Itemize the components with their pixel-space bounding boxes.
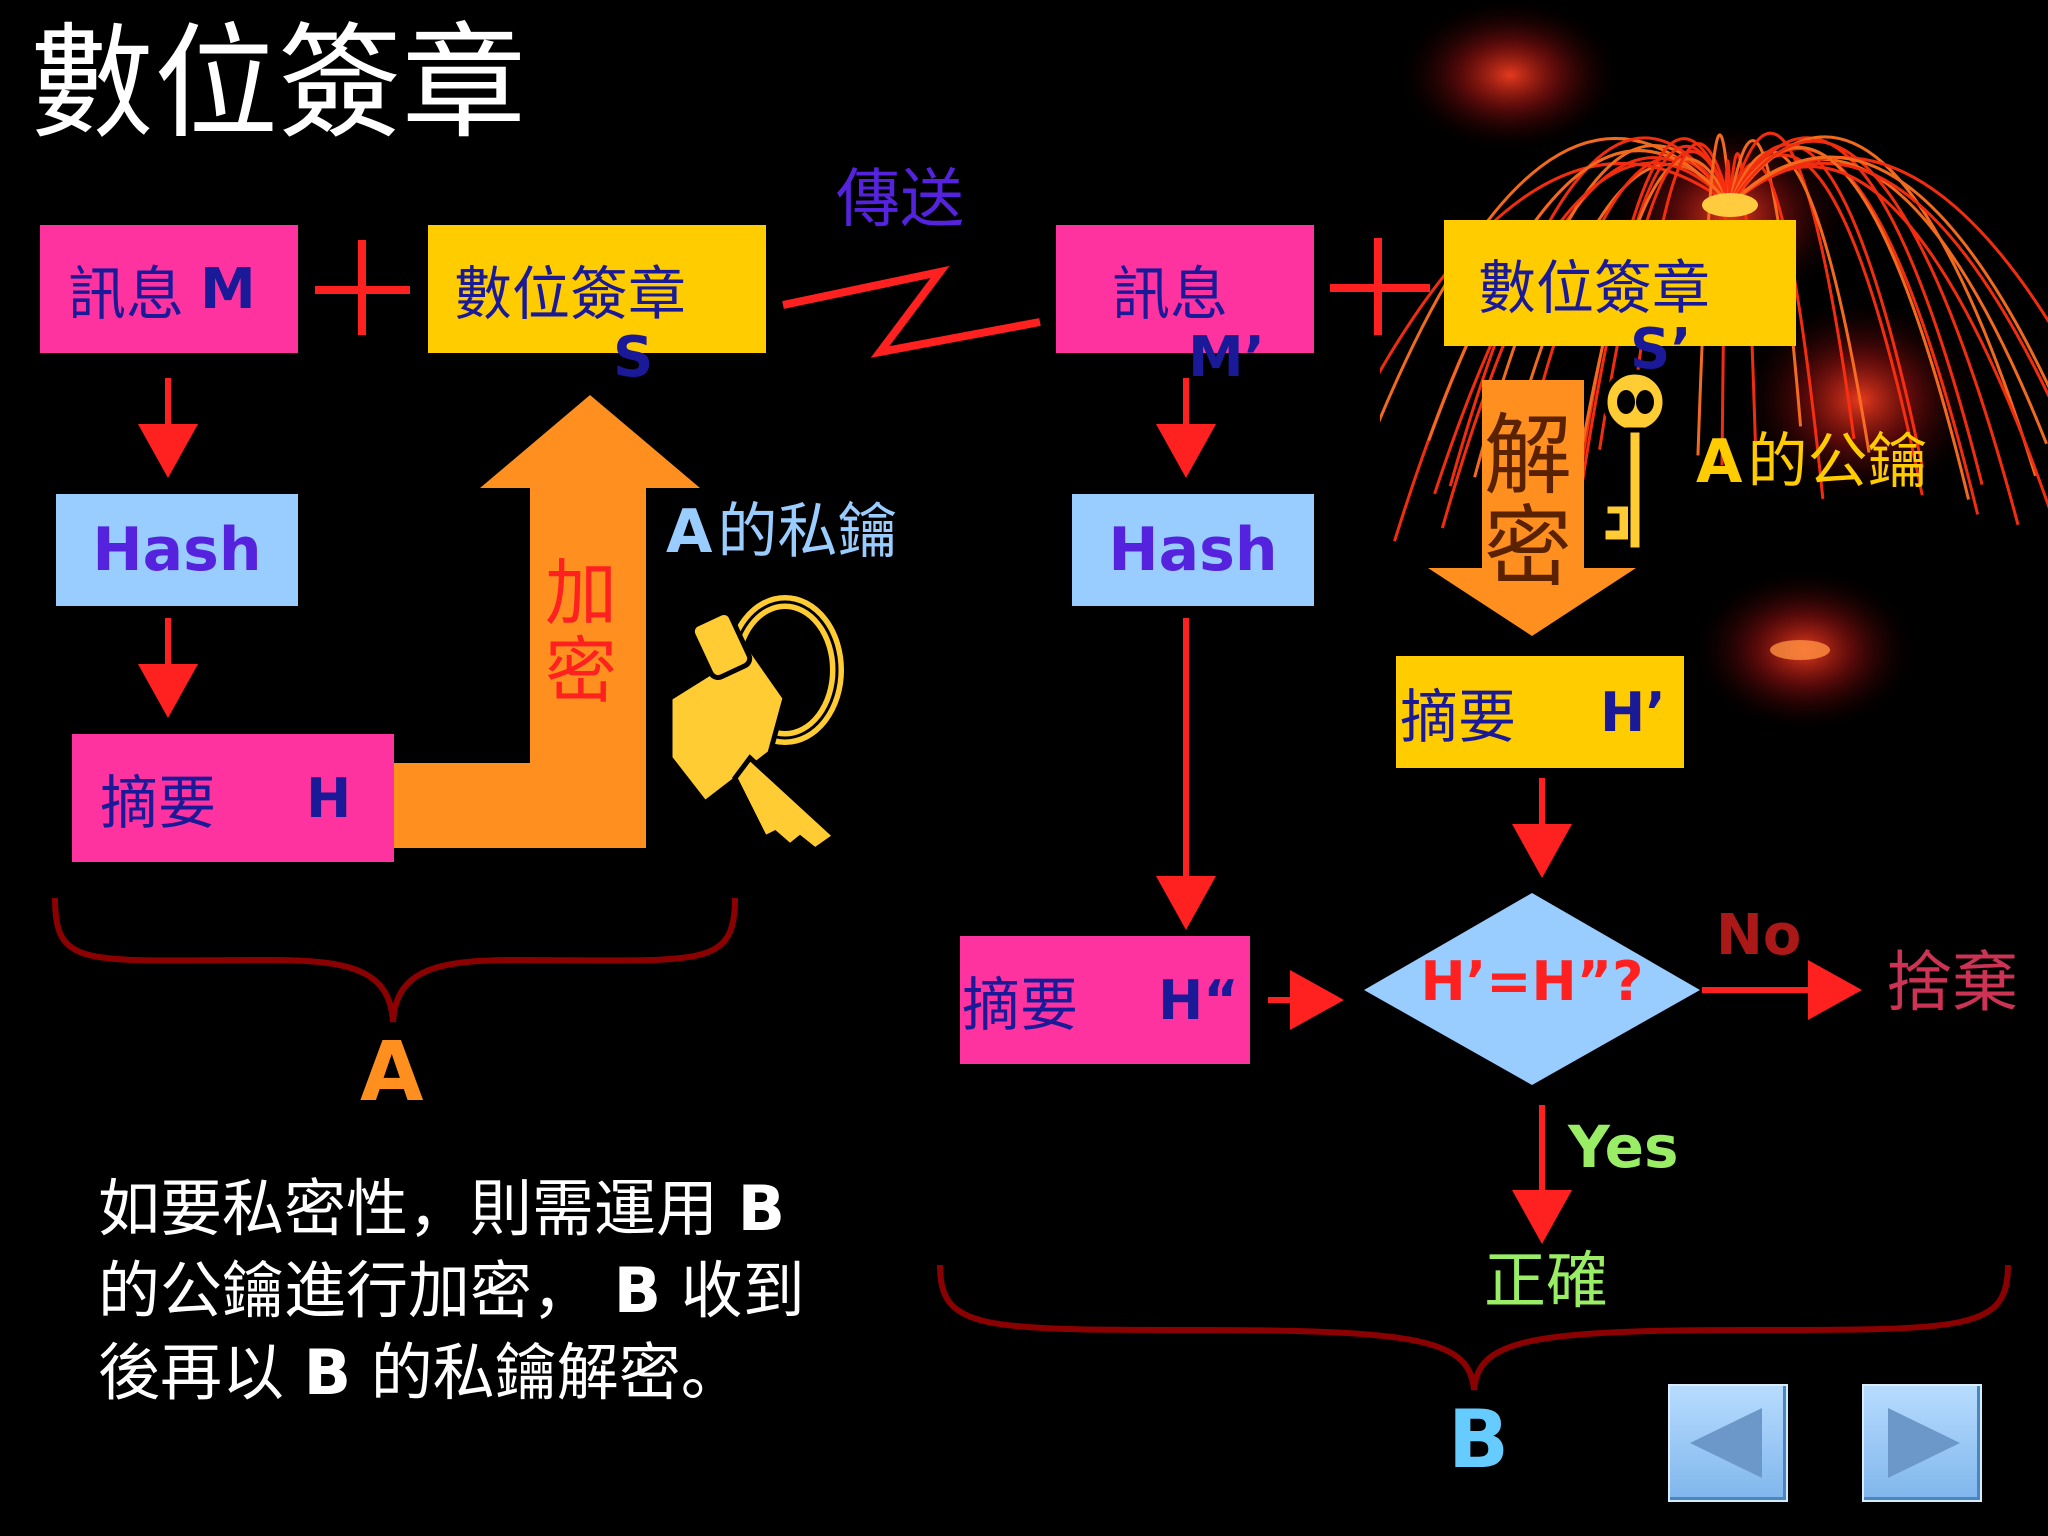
sender-brace-label: A xyxy=(360,1025,424,1120)
private-key-icon xyxy=(667,595,844,854)
yes-label: Yes xyxy=(1568,1113,1679,1181)
receiver-digest-hashed-box: 摘要 H“ xyxy=(960,936,1250,1064)
page-title: 數位簽章 xyxy=(30,12,527,156)
hash-label: Hash xyxy=(92,515,262,585)
digest-symbol: H“ xyxy=(1158,968,1239,1032)
digest-symbol: H xyxy=(306,766,352,830)
message-label: 訊息 xyxy=(68,260,185,328)
encrypt-arrow xyxy=(394,395,700,848)
digest-label: 摘要 xyxy=(100,769,217,837)
transmit-label: 傳送 xyxy=(836,163,964,237)
message-label: 訊息 xyxy=(1112,260,1229,328)
decrypt-label: 解密 xyxy=(1484,404,1573,600)
signature-symbol: S xyxy=(613,325,654,390)
brace-a xyxy=(52,897,738,1023)
plus-icon xyxy=(1330,238,1430,335)
message-symbol: M’ xyxy=(1188,325,1265,390)
decrypt-arrow xyxy=(1428,380,1636,636)
digest-label: 摘要 xyxy=(1400,683,1517,751)
encrypt-label: 加密 xyxy=(545,551,618,713)
correct-label: 正確 xyxy=(1484,1244,1609,1317)
triangle-left-icon xyxy=(1690,1408,1762,1478)
note-line: 如要私密性，則需運用 B xyxy=(98,1172,785,1245)
signature-label: 數位簽章 xyxy=(1478,254,1711,322)
digest-label: 摘要 xyxy=(962,971,1079,1039)
triangle-right-icon xyxy=(1888,1408,1960,1478)
compare-diamond xyxy=(1364,893,1700,1085)
sender-signature-box: 數位簽章 xyxy=(428,225,766,353)
privacy-note: 如要私密性，則需運用 B 的公鑰進行加密， B 收到 後再以 B 的私鑰解密。 xyxy=(98,1168,805,1413)
compare-label: H’=H”? xyxy=(1420,950,1644,1013)
receiver-hash-box: Hash xyxy=(1072,494,1314,606)
sender-message-box: 訊息 M xyxy=(40,225,298,353)
public-key-icon xyxy=(1600,369,1668,553)
sender-hash-box: Hash xyxy=(56,494,298,606)
sender-digest-box: 摘要 H xyxy=(72,734,394,862)
public-key-label: A 的公鑰 xyxy=(1696,427,1928,497)
next-button[interactable] xyxy=(1862,1384,1982,1502)
receiver-message-box: 訊息 xyxy=(1056,225,1314,353)
no-label: No xyxy=(1716,903,1802,968)
signature-label: 數位簽章 xyxy=(454,260,687,328)
receiver-digest-decrypted-box: 摘要 H’ xyxy=(1396,656,1684,768)
plus-icon xyxy=(315,240,410,335)
prev-button[interactable] xyxy=(1668,1384,1788,1502)
discard-label: 捨棄 xyxy=(1886,944,2018,1021)
private-key-label: A 的私鑰 xyxy=(666,497,898,567)
transmit-line xyxy=(782,265,1041,358)
brace-b xyxy=(937,1264,2011,1391)
digest-symbol: H’ xyxy=(1600,680,1666,744)
message-symbol: M xyxy=(200,256,256,322)
hash-label: Hash xyxy=(1108,515,1278,585)
signature-symbol: S’ xyxy=(1630,317,1692,382)
receiver-brace-label: B xyxy=(1448,1393,1509,1486)
note-line: 的公鑰進行加密， B 收到 xyxy=(98,1253,805,1327)
receiver-signature-box: 數位簽章 xyxy=(1444,220,1796,346)
note-line: 後再以 B 的私鑰解密。 xyxy=(98,1335,743,1409)
